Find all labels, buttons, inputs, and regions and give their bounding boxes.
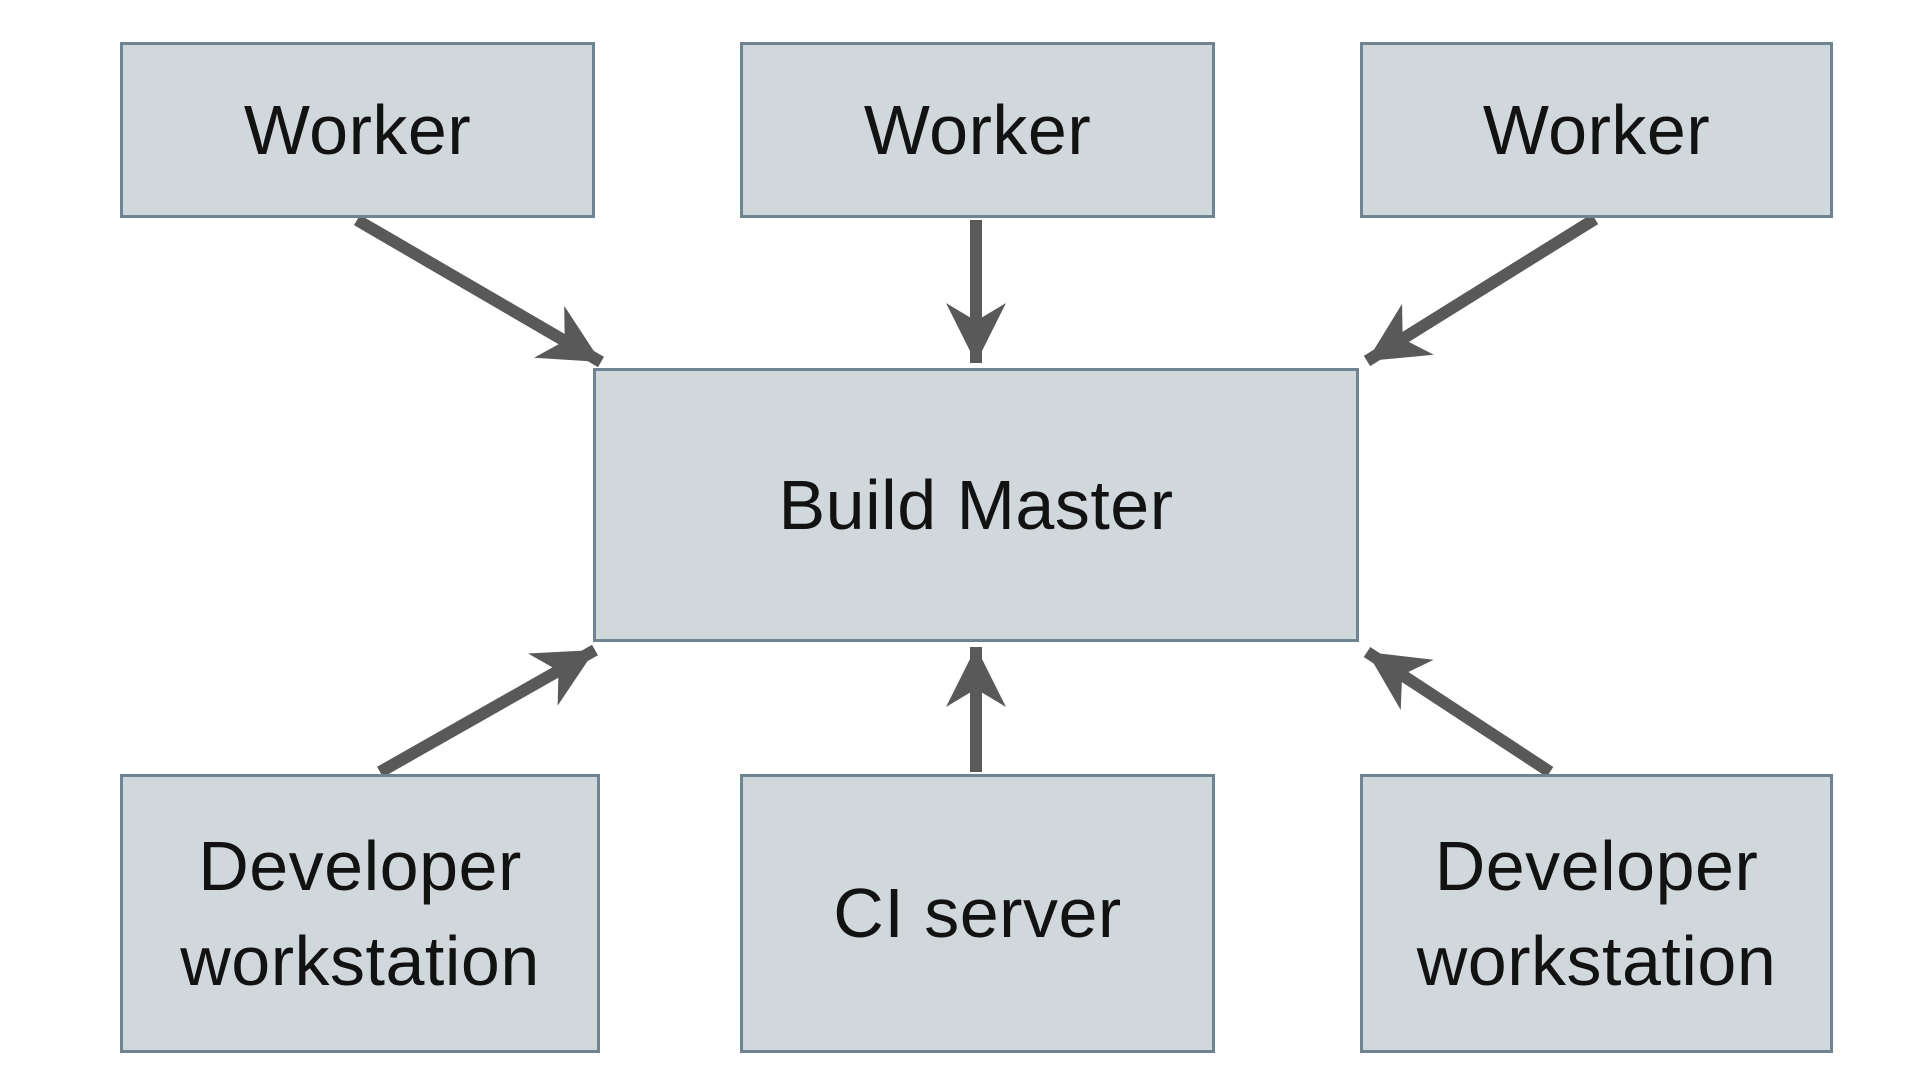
arrow-worker-3-to-build-master — [1363, 213, 1599, 367]
node-build-master: Build Master — [593, 368, 1359, 642]
arrow-worker-1-to-build-master — [353, 214, 605, 368]
node-worker-2: Worker — [740, 42, 1215, 218]
node-worker-3: Worker — [1360, 42, 1833, 218]
node-build-master-label: Build Master — [778, 465, 1174, 544]
node-ci-server: CI server — [740, 774, 1215, 1053]
node-worker-2-label: Worker — [863, 90, 1092, 169]
node-developer-workstation-1-label: Developer workstation — [180, 827, 540, 1000]
node-developer-workstation-1: Developer workstation — [120, 774, 600, 1053]
node-developer-workstation-2-label: Developer workstation — [1416, 827, 1777, 1000]
node-developer-workstation-2: Developer workstation — [1360, 774, 1833, 1053]
node-worker-1: Worker — [120, 42, 595, 218]
node-worker-3-label: Worker — [1482, 90, 1711, 169]
node-ci-server-label: CI server — [833, 874, 1122, 953]
arrow-developer-workstation-2-to-build-master — [1363, 646, 1554, 778]
arrow-developer-workstation-1-to-build-master — [377, 644, 598, 778]
node-worker-1-label: Worker — [243, 90, 472, 169]
